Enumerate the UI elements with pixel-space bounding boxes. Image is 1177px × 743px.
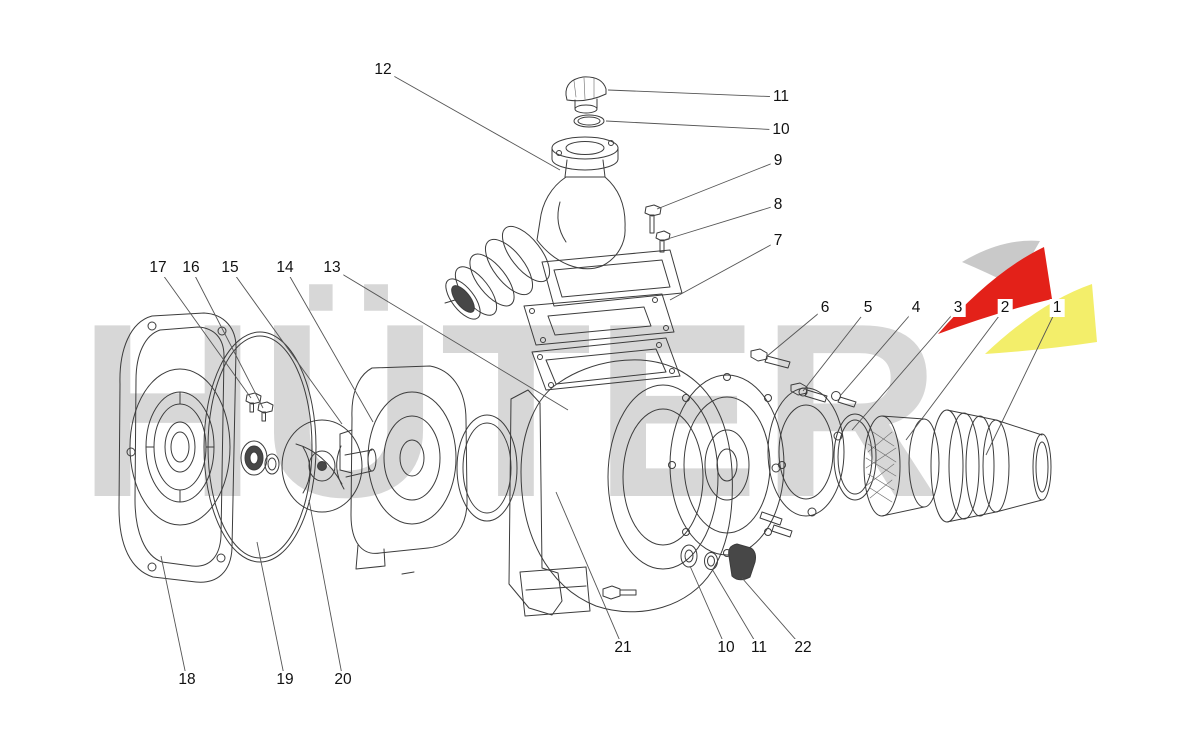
- leader-line-15: [229, 267, 343, 425]
- part-strainer: [863, 415, 940, 517]
- part-bolts-right: [750, 348, 857, 408]
- leader-line-13: [331, 267, 569, 411]
- leader-line-21: [555, 491, 624, 649]
- part-clamp-flange: [767, 387, 845, 517]
- leader-line-17: [157, 267, 252, 399]
- leader-line-7: [669, 240, 779, 301]
- leader-line-1: [985, 307, 1058, 456]
- leader-line-19: [256, 541, 286, 681]
- leader-line-8: [663, 204, 779, 241]
- part-wear-ring: [456, 414, 518, 522]
- leader-line-16: [190, 267, 264, 409]
- leader-line-10-bottom: [689, 565, 727, 649]
- part-drain-plug-set: [680, 543, 756, 581]
- part-priming-cap: [565, 76, 607, 114]
- leader-line-10-top: [605, 120, 782, 131]
- part-rear-cover: [118, 312, 237, 583]
- leader-line-11-top: [607, 89, 782, 98]
- leader-line-18: [160, 555, 188, 681]
- leader-line-22: [741, 577, 804, 649]
- leader-line-14: [284, 267, 374, 423]
- leader-line-20: [308, 499, 344, 681]
- leader-line-12: [382, 69, 561, 171]
- misc-marks: [401, 299, 456, 575]
- leader-line-3: [851, 307, 959, 431]
- part-port-o-ring: [833, 413, 877, 501]
- part-front-cover: [668, 373, 793, 557]
- leader-line-6: [765, 307, 826, 358]
- part-flange-gasket: [523, 293, 675, 346]
- leader-line-9: [656, 160, 779, 210]
- part-hose-coupling: [930, 409, 1052, 523]
- part-pump-casing: [508, 337, 733, 617]
- logo-yellow-swoosh: [985, 284, 1097, 354]
- part-cap-o-ring: [573, 114, 605, 128]
- part-mechanical-seal: [240, 440, 280, 476]
- leader-line-2: [905, 307, 1006, 441]
- logo-red-swoosh: [938, 247, 1052, 334]
- leader-line-5: [802, 307, 869, 392]
- leader-line-11-bottom: [711, 568, 760, 649]
- leader-line-4: [839, 307, 917, 397]
- part-diffuser-housing: [339, 365, 468, 570]
